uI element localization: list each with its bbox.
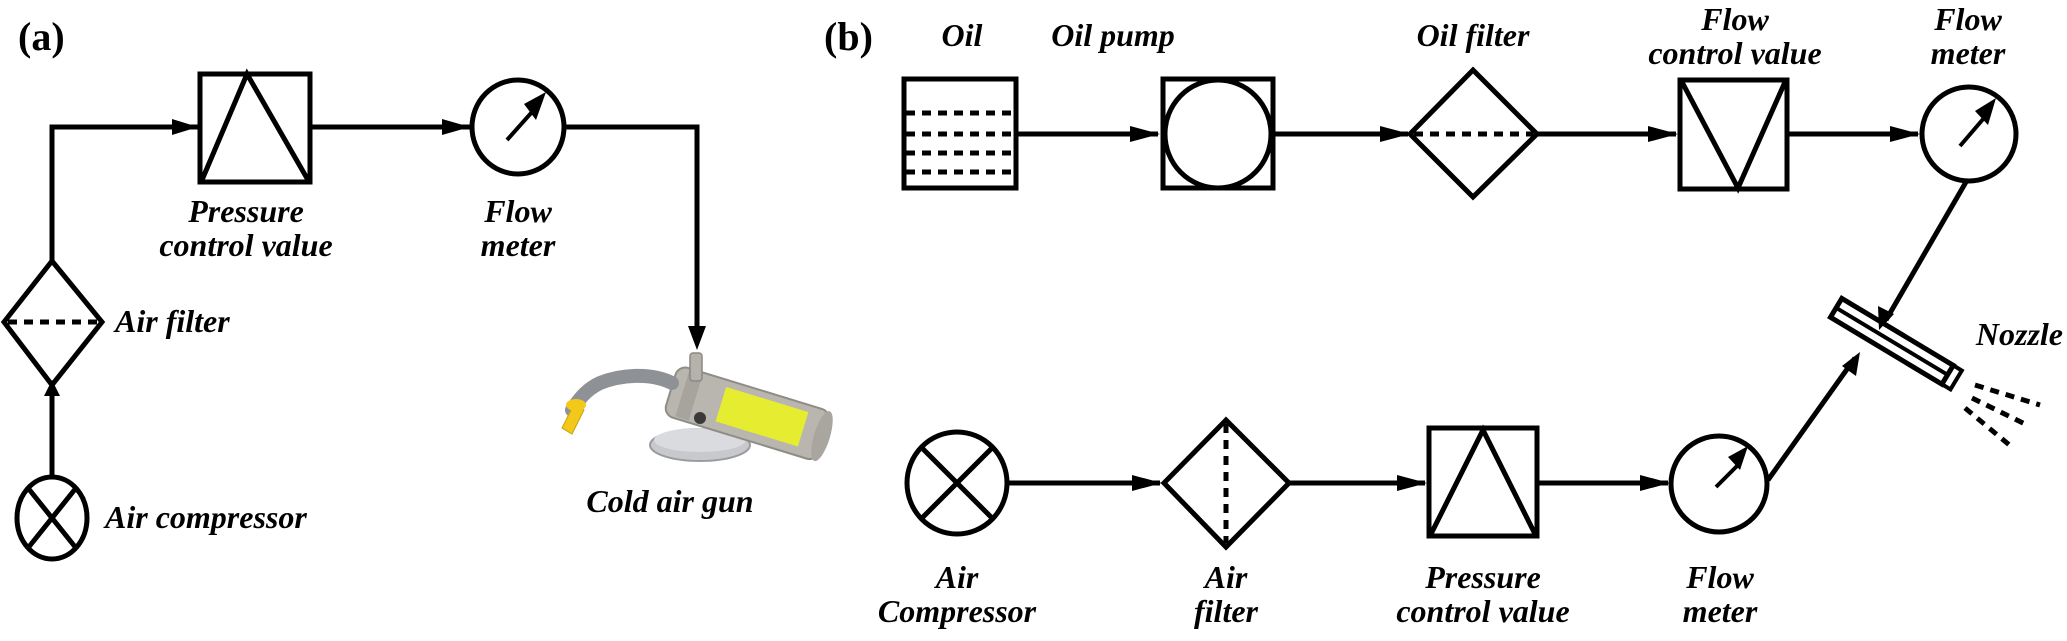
arrowhead bbox=[442, 119, 470, 135]
flow-control-valve-symbol bbox=[1677, 77, 1790, 194]
air-compressor-symbol bbox=[14, 474, 90, 562]
pressure-control-value-b-label-line1: Pressure bbox=[1424, 559, 1541, 595]
oil-filter-symbol bbox=[1406, 66, 1541, 201]
air-filter-b-label-line2: filter bbox=[1194, 593, 1259, 629]
arrowhead bbox=[1648, 126, 1678, 142]
arrowhead bbox=[1380, 126, 1410, 142]
oil-tank-symbol bbox=[901, 76, 1019, 191]
oil-flow-meter-label-line2: meter bbox=[1931, 35, 2006, 71]
cold-air-gun-label: Cold air gun bbox=[586, 483, 753, 519]
oil-label: Oil bbox=[942, 17, 983, 53]
arrowhead bbox=[1842, 352, 1860, 376]
air-flow-meter-symbol bbox=[1668, 433, 1770, 535]
pressure-control-value-b-label-line2: control value bbox=[1396, 593, 1569, 629]
cold-air-gun-image bbox=[561, 352, 833, 462]
flow-control-value-label-line2: control value bbox=[1648, 35, 1821, 71]
oil-flow-meter-symbol bbox=[1919, 84, 2019, 184]
flow-meter-label-line1: Flow bbox=[483, 193, 552, 229]
arrowhead bbox=[1130, 126, 1160, 142]
panel-b-tag: (b) bbox=[824, 14, 873, 59]
nozzle-symbol bbox=[1827, 294, 2041, 450]
oil-flow-meter-label-line1: Flow bbox=[1933, 1, 2002, 37]
arrowhead bbox=[172, 119, 198, 135]
nozzle-label: Nozzle bbox=[1975, 316, 2063, 352]
pressure-control-value-label-line2: control value bbox=[159, 227, 332, 263]
air-compressor-b-label-line1: Air bbox=[934, 559, 979, 595]
air-compressor-b-label-line2: Compressor bbox=[878, 593, 1037, 629]
air-filter-symbol bbox=[0, 257, 106, 390]
panel-a-tag: (a) bbox=[18, 14, 65, 59]
flow-line bbox=[49, 124, 200, 261]
air-flow-meter-label-line1: Flow bbox=[1685, 559, 1754, 595]
flow-line bbox=[564, 124, 700, 340]
arrowhead bbox=[1397, 475, 1427, 491]
air-filter-label: Air filter bbox=[113, 303, 230, 339]
air-filter-b-label-line1: Air bbox=[1203, 559, 1248, 595]
arrowhead bbox=[1640, 475, 1670, 491]
arrowhead bbox=[688, 326, 706, 350]
arrowhead bbox=[1132, 475, 1162, 491]
pressure-control-valve-symbol bbox=[197, 68, 313, 185]
flow-meter-symbol bbox=[469, 77, 567, 177]
pressure-control-value-label-line1: Pressure bbox=[187, 193, 304, 229]
air-compressor-b-symbol bbox=[904, 429, 1010, 537]
arrowhead bbox=[1890, 126, 1920, 142]
air-compressor-label: Air compressor bbox=[103, 499, 307, 535]
panel-a: (a) Air compressor Air filter Pressure c… bbox=[0, 14, 833, 562]
pressure-control-valve-b-symbol bbox=[1426, 424, 1540, 539]
oil-pump-symbol bbox=[1160, 76, 1276, 191]
flow-meter-label-line2: meter bbox=[481, 227, 556, 263]
air-flow-meter-label-line2: meter bbox=[1683, 593, 1758, 629]
oil-filter-label: Oil filter bbox=[1417, 17, 1530, 53]
flow-line bbox=[1765, 356, 1858, 482]
flow-control-value-label-line1: Flow bbox=[1700, 1, 1769, 37]
oil-pump-label: Oil pump bbox=[1051, 17, 1175, 53]
panel-b: (b) Oil Oil pump Oil filter Flow bbox=[824, 1, 2063, 629]
air-filter-b-symbol bbox=[1160, 416, 1293, 551]
flow-line bbox=[1883, 180, 1969, 322]
